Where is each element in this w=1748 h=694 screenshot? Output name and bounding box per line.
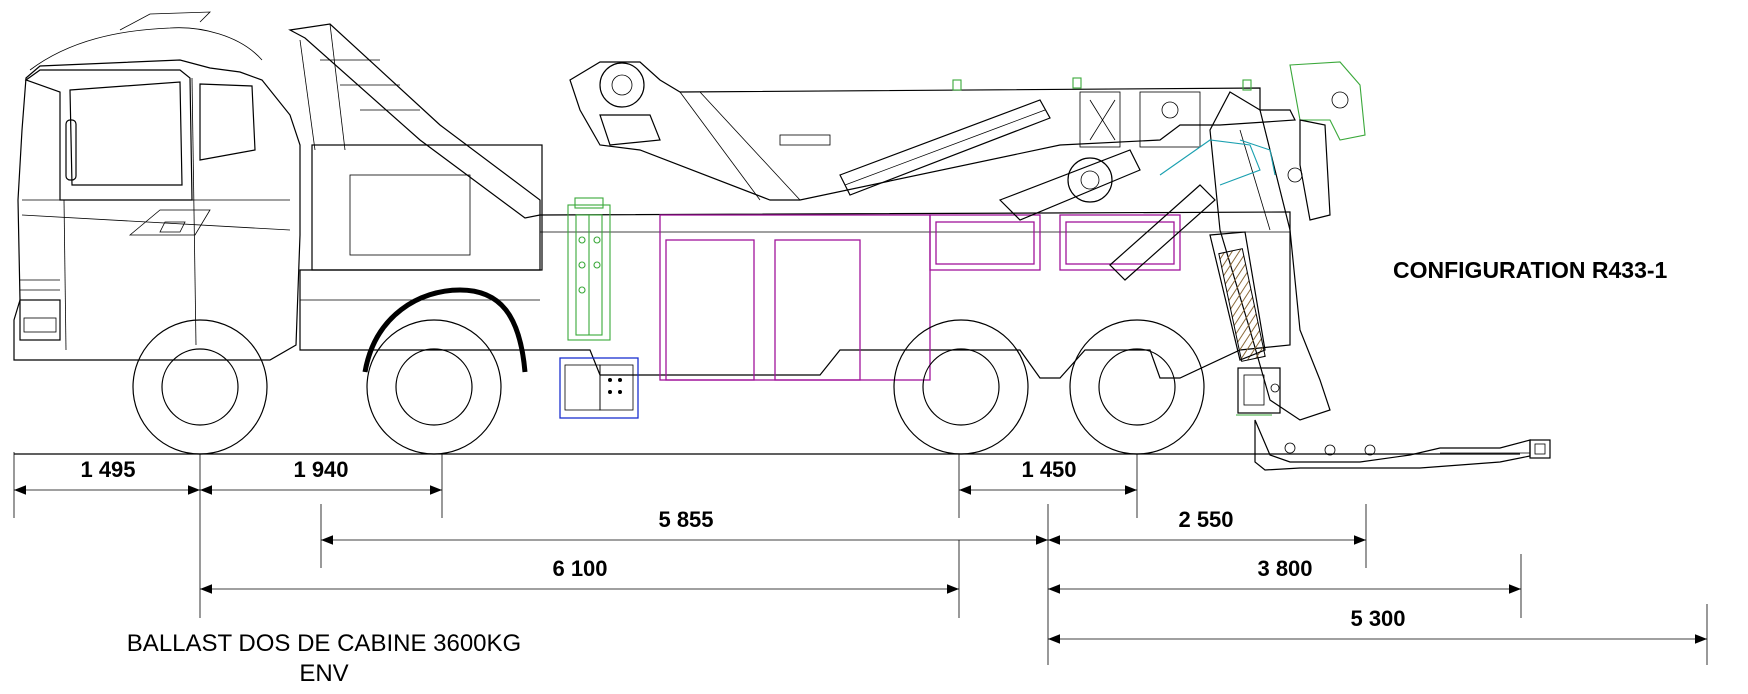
dim-label-6100: 6 100 xyxy=(552,556,607,581)
truck-drawing xyxy=(13,11,1551,471)
wheel-1 xyxy=(132,319,268,455)
dim-label-2550: 2 550 xyxy=(1178,507,1233,532)
dim-label-5300: 5 300 xyxy=(1350,606,1405,631)
dim-label-1450: 1 450 xyxy=(1021,457,1076,482)
body-panels xyxy=(659,214,1181,381)
wheel-3 xyxy=(893,319,1029,455)
hydraulic-ram xyxy=(1218,248,1266,362)
wheel-2 xyxy=(366,319,502,455)
ballast-note-line2: ENV xyxy=(299,660,348,687)
dim-label-1495: 1 495 xyxy=(80,457,135,482)
wheels xyxy=(132,319,1205,455)
dimension-lines: 1 495 1 940 1 450 5 855 2 550 6 100 3 80… xyxy=(13,452,1708,665)
underlift xyxy=(1209,231,1551,471)
wheel-4 xyxy=(1069,319,1205,455)
cab-back-ballast xyxy=(288,23,543,271)
crane-boom xyxy=(569,61,1366,421)
configuration-title: CONFIGURATION R433-1 xyxy=(1393,257,1668,283)
ballast-note-line1: BALLAST DOS DE CABINE 3600KG xyxy=(127,630,521,657)
wheel-arch xyxy=(362,287,528,373)
dim-label-3800: 3 800 xyxy=(1257,556,1312,581)
dim-label-5855: 5 855 xyxy=(658,507,713,532)
ballast-frame xyxy=(559,197,639,419)
cab xyxy=(13,11,301,361)
dim-label-1940: 1 940 xyxy=(293,457,348,482)
